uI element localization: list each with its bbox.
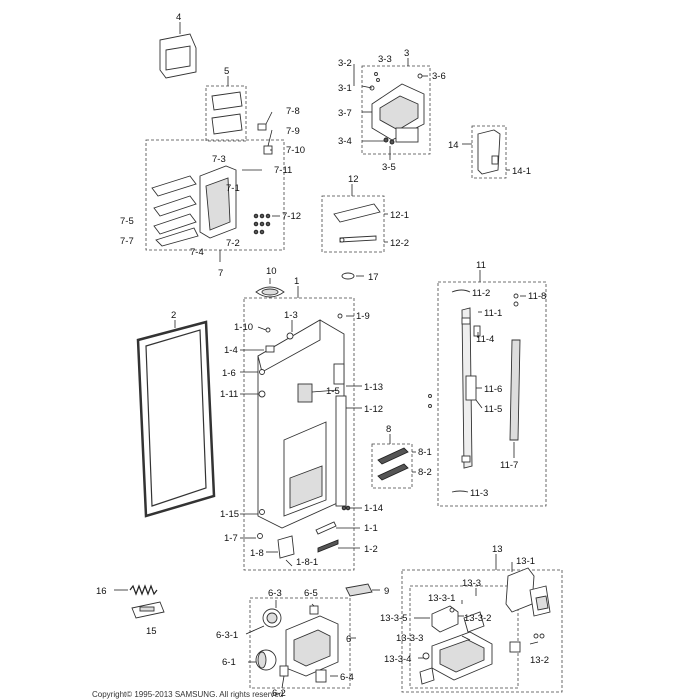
- label-11-6: 11-6: [484, 384, 502, 395]
- label-15: 15: [146, 626, 157, 637]
- label-1-4: 1-4: [224, 345, 238, 356]
- part-15-pad: [131, 601, 165, 619]
- label-1: 1: [294, 276, 299, 287]
- part-17-plug: [341, 272, 364, 280]
- label-3: 3: [404, 48, 409, 59]
- part-3-icemaker: [353, 58, 431, 160]
- label-14: 14: [448, 140, 459, 151]
- label-3-5: 3-5: [382, 162, 396, 173]
- label-3-7: 3-7: [338, 108, 352, 119]
- label-13-3-4: 13-3-4: [384, 654, 411, 665]
- label-1-7: 1-7: [224, 533, 238, 544]
- label-7-4: 7-4: [190, 247, 204, 258]
- label-8-1: 8-1: [418, 447, 432, 458]
- label-11-8: 11-8: [528, 291, 546, 302]
- label-1-10: 1-10: [234, 322, 253, 333]
- label-6-3-1: 6-3-1: [216, 630, 238, 641]
- part-7-shelf-assembly: [145, 111, 285, 262]
- label-2: 2: [171, 310, 176, 321]
- label-17: 17: [368, 272, 379, 283]
- label-1-8: 1-8: [250, 548, 264, 559]
- label-7-7: 7-7: [120, 236, 134, 247]
- label-14-1: 14-1: [512, 166, 531, 177]
- label-7-1: 7-1: [226, 183, 240, 194]
- label-7-8: 7-8: [286, 106, 300, 117]
- part-14-bracket: [462, 125, 510, 179]
- label-3-3: 3-3: [378, 54, 392, 65]
- part-11-handle-assembly: [428, 270, 547, 507]
- label-7-11: 7-11: [274, 165, 292, 176]
- label-11-2: 11-2: [472, 288, 490, 299]
- part-1-door-assembly: [240, 286, 362, 571]
- label-12-2: 12-2: [390, 238, 409, 249]
- label-13-3-5: 13-3-5: [380, 613, 407, 624]
- label-6-3: 6-3: [268, 588, 282, 599]
- label-7-12: 7-12: [282, 211, 301, 222]
- label-13-2: 13-2: [530, 655, 549, 666]
- label-3-1: 3-1: [338, 83, 352, 94]
- label-6-1: 6-1: [222, 657, 236, 668]
- label-7-10: 7-10: [286, 145, 305, 156]
- part-13-dispenser-assembly: [401, 554, 563, 693]
- copyright-notice: Copyright© 1995-2013 SAMSUNG. All rights…: [92, 690, 284, 699]
- label-6: 6: [346, 634, 351, 645]
- part-6-dispenser-motor: [245, 597, 356, 689]
- label-1-8-1: 1-8-1: [296, 557, 318, 568]
- label-3-6: 3-6: [432, 71, 446, 82]
- label-13-3: 13-3: [462, 578, 481, 589]
- label-1-6: 1-6: [222, 368, 236, 379]
- label-3-2: 3-2: [338, 58, 352, 69]
- label-3-4: 3-4: [338, 136, 352, 147]
- label-1-14: 1-14: [364, 503, 383, 514]
- label-5: 5: [224, 66, 229, 77]
- label-6-5: 6-5: [304, 588, 318, 599]
- label-1-1: 1-1: [364, 523, 378, 534]
- label-11-3: 11-3: [470, 488, 488, 499]
- label-1-9: 1-9: [356, 311, 370, 322]
- part-12-cover: [321, 184, 388, 253]
- label-1-5: 1-5: [326, 386, 340, 397]
- label-12: 12: [348, 174, 359, 185]
- label-6-2: 6-2: [272, 688, 286, 699]
- part-10-cap: [255, 278, 285, 298]
- label-13: 13: [492, 544, 503, 555]
- label-1-2: 1-2: [364, 544, 378, 555]
- label-13-3-2: 13-3-2: [464, 613, 491, 624]
- label-13-3-1: 13-3-1: [428, 593, 455, 604]
- label-6-4: 6-4: [340, 672, 354, 683]
- label-13-1: 13-1: [516, 556, 535, 567]
- label-1-13: 1-13: [364, 382, 383, 393]
- part-4-bracket: [159, 22, 197, 79]
- label-13-3-3: 13-3-3: [396, 633, 423, 644]
- label-8-2: 8-2: [418, 467, 432, 478]
- label-7-3: 7-3: [212, 154, 226, 165]
- label-11: 11: [476, 260, 486, 271]
- part-2-gasket: [136, 320, 216, 518]
- label-11-5: 11-5: [484, 404, 502, 415]
- label-9: 9: [384, 586, 389, 597]
- part-8-guides: [371, 434, 416, 489]
- label-10: 10: [266, 266, 277, 277]
- label-4: 4: [176, 12, 181, 23]
- label-1-3: 1-3: [284, 310, 298, 321]
- label-16: 16: [96, 586, 107, 597]
- label-1-11: 1-11: [220, 389, 238, 400]
- part-5-bins: [205, 76, 247, 142]
- label-11-1: 11-1: [484, 308, 502, 319]
- label-1-12: 1-12: [364, 404, 383, 415]
- label-7-9: 7-9: [286, 126, 300, 137]
- label-11-7: 11-7: [500, 460, 518, 471]
- label-7-5: 7-5: [120, 216, 134, 227]
- label-8: 8: [386, 424, 391, 435]
- label-1-15: 1-15: [220, 509, 239, 520]
- label-7: 7: [218, 268, 223, 279]
- part-9-cover: [345, 583, 380, 597]
- label-12-1: 12-1: [390, 210, 409, 221]
- part-16-spring: [114, 584, 158, 596]
- label-7-2: 7-2: [226, 238, 240, 249]
- label-11-4: 11-4: [476, 334, 494, 345]
